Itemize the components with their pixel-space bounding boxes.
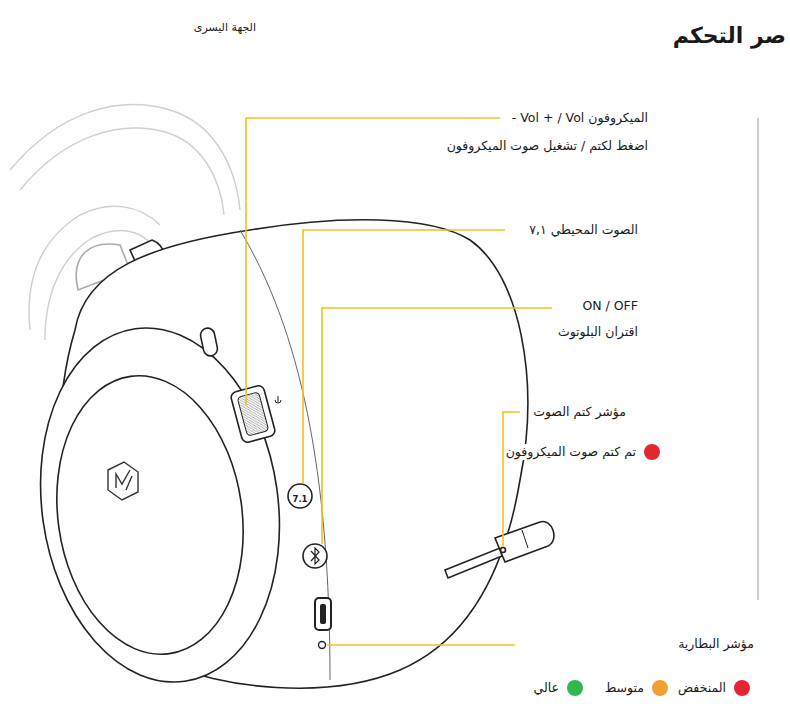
divider-line bbox=[758, 118, 759, 600]
control-label: ON / OFF bbox=[580, 298, 640, 314]
legend-swatch bbox=[734, 680, 750, 696]
leader-line bbox=[246, 118, 552, 645]
surround-button bbox=[288, 484, 312, 508]
indicator-label: مؤشر كتم الصوت bbox=[531, 404, 628, 420]
page-title: صر التحكم bbox=[671, 22, 788, 50]
slider-switch bbox=[199, 327, 219, 357]
usb-port bbox=[320, 604, 326, 624]
legend-text: تم كتم صوت الميكروفون bbox=[504, 444, 638, 460]
volume-wheel bbox=[230, 384, 281, 443]
side-label: الجهة اليسرى bbox=[192, 20, 258, 36]
legend-text: المنخفض bbox=[676, 680, 728, 696]
legend-text: متوسط bbox=[603, 680, 646, 696]
legend-swatch bbox=[567, 680, 583, 696]
legend-swatch bbox=[652, 680, 668, 696]
microphone-boom bbox=[445, 522, 554, 578]
usb-port bbox=[315, 598, 331, 630]
logo bbox=[108, 462, 138, 500]
indicator-label: مؤشر البطارية bbox=[676, 636, 756, 652]
legend-text: عالي bbox=[532, 680, 562, 696]
control-label: الصوت المحيطي ٧,١ bbox=[527, 222, 640, 238]
control-label: اضغط لكتم / تشغيل صوت الميكروفون bbox=[445, 138, 650, 154]
legend-swatch bbox=[644, 444, 660, 460]
control-label: الميكروفون Vol + / Vol - bbox=[510, 110, 650, 126]
button-marking: 7.1 bbox=[290, 491, 310, 507]
earcup bbox=[18, 220, 527, 698]
control-label: اقتران البلوتوث bbox=[556, 324, 640, 340]
bluetooth-button bbox=[303, 544, 327, 568]
battery-led bbox=[319, 642, 326, 649]
